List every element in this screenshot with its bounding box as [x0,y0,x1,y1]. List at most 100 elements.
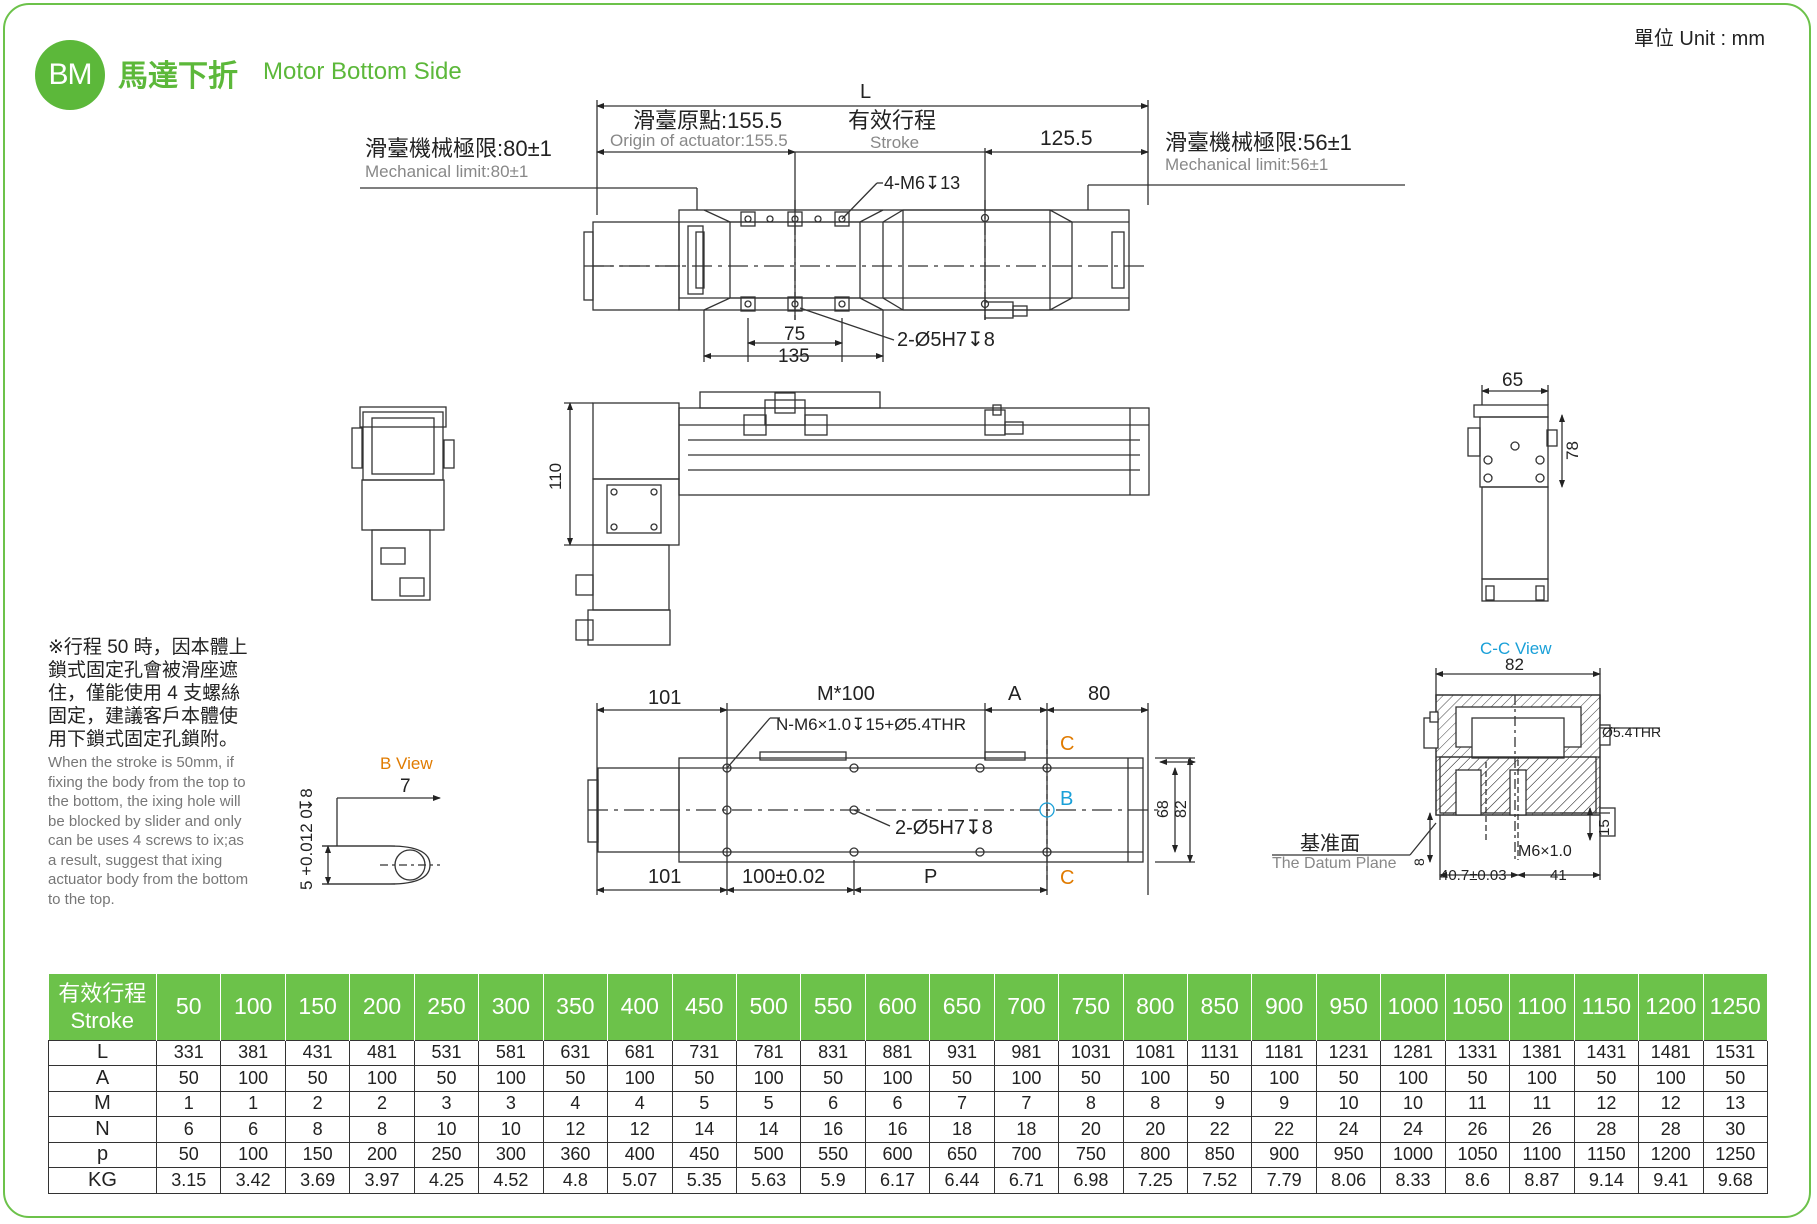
table-cell: 650 [929,1141,995,1168]
table-cell: 100 [220,1065,286,1092]
table-head-cell: 650 [929,974,995,1040]
mech-left-zh: 滑臺機械極限:80±1 [365,136,552,161]
cc-15: 15 [1596,819,1613,836]
table-cell: 1281 [1380,1039,1446,1066]
table-head-cell: 1050 [1445,974,1511,1040]
top-view [360,100,1405,362]
table-cell: 1050 [1444,1141,1511,1168]
table-row-label: A [48,1065,157,1092]
table-cell: 1081 [1122,1039,1189,1066]
stroke-en: Stroke [870,133,919,152]
table-cell: 1100 [1509,1141,1575,1168]
cc-datum-zh: 基准面 [1300,832,1360,855]
table-cell: 10 [1380,1090,1446,1117]
right-end-view [1467,385,1565,602]
table-cell: 100 [1122,1065,1189,1092]
table-cell: 9.41 [1638,1167,1704,1194]
table-cell: 5.63 [735,1167,802,1194]
table-cell: 4 [607,1090,673,1117]
title-zh: 馬達下折 [118,60,238,93]
bv-nm6: N-M6×1.0↧15+Ø5.4THR [776,715,966,734]
dim-L: L [860,81,871,103]
table-cell: 7.52 [1186,1167,1253,1194]
table-cell: 631 [542,1039,609,1066]
table-row-label: p [48,1141,157,1168]
table-cell: 26 [1509,1116,1575,1143]
table-cell: 981 [993,1039,1060,1066]
table-cell: 5.07 [607,1167,673,1194]
table-cell: 6 [155,1116,222,1143]
b-depth: ↧8 [297,788,316,812]
table-cell: 100 [1638,1065,1704,1092]
table-cell: 50 [542,1065,609,1092]
unit-label: 單位 Unit : mm [1633,28,1765,50]
table-cell: 3 [478,1090,544,1117]
table-cell: 1 [220,1090,286,1117]
table-cell: 881 [864,1039,931,1066]
table-cell: 9 [1186,1090,1253,1117]
cc-m6: M6×1.0 [1518,843,1572,860]
cc-8: 8 [1411,858,1427,866]
table-cell: 3.42 [220,1167,286,1194]
table-cell: 100 [478,1065,544,1092]
table-cell: 450 [671,1141,737,1168]
table-cell: 381 [220,1039,286,1066]
table-cell: 50 [1315,1065,1382,1092]
table-cell: 1 [155,1090,222,1117]
origin-en: Origin of actuator:155.5 [610,131,788,150]
table-cell: 1250 [1702,1141,1768,1168]
table-cell: 400 [607,1141,673,1168]
bv-101b: 101 [648,866,681,888]
table-cell: 331 [155,1039,222,1066]
page-frame [3,3,1811,1218]
dim-78: 78 [1563,441,1582,460]
m6-label: 4-M6↧13 [884,173,960,193]
table-cell: 100 [993,1065,1060,1092]
b-view-title: B View [380,754,433,773]
table-head-cell: 450 [672,974,737,1040]
mech-right-en: Mechanical limit:56±1 [1165,155,1328,174]
table-head-cell: 250 [414,974,480,1040]
table-cell: 4.25 [413,1167,480,1194]
cc-datum-en: The Datum Plane [1272,855,1397,872]
table-cell: 11 [1444,1090,1511,1117]
table-cell: 7.25 [1122,1167,1189,1194]
table-cell: 1431 [1573,1039,1640,1066]
cc-thr: Ø5.4THR [1602,724,1661,740]
dim-75: 75 [784,324,805,345]
table-cell: 50 [155,1141,222,1168]
table-cell: 16 [864,1116,931,1143]
table-cell: 24 [1380,1116,1446,1143]
table-head-cell: 300 [478,974,544,1040]
table-cell: 12 [1638,1090,1704,1117]
table-cell: 360 [542,1141,609,1168]
table-cell: 731 [671,1039,737,1066]
top-holes [740,211,990,312]
table-cell: 50 [1444,1065,1511,1092]
table-cell: 3.69 [284,1167,351,1194]
table-head-cell: 50 [156,974,222,1040]
bv-pin: 2-Ø5H7↧8 [895,817,993,839]
table-cell: 6.71 [993,1167,1060,1194]
table-cell: 900 [1251,1141,1317,1168]
table-cell: 8.87 [1509,1167,1575,1194]
table-cell: 4.8 [542,1167,609,1194]
table-cell: 6 [220,1116,286,1143]
cc-view [1272,668,1660,880]
bv-m100: M*100 [817,683,875,705]
table-cell: 150 [284,1141,351,1168]
table-cell: 10 [1315,1090,1382,1117]
bv-C2: C [1060,867,1074,889]
table-cell: 26 [1444,1116,1511,1143]
cc-407: 40.7±0.03 [1440,867,1507,884]
table-cell: 16 [800,1116,866,1143]
table-cell: 50 [1186,1065,1253,1092]
table-cell: 5 [735,1090,802,1117]
table-cell: 14 [671,1116,737,1143]
table-cell: 100 [1380,1065,1446,1092]
table-cell: 18 [993,1116,1060,1143]
